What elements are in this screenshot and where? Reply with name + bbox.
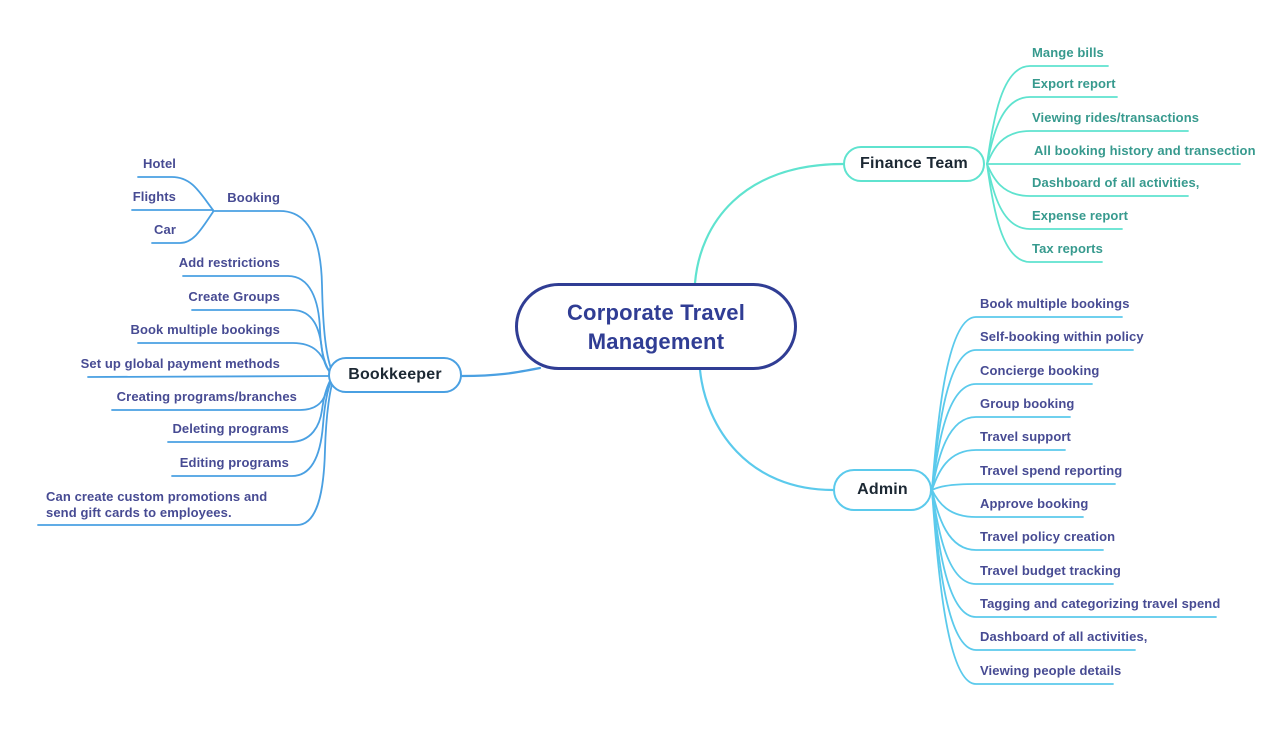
admin-label: Admin — [857, 481, 908, 498]
bookkeeper-child-create-groups[interactable]: Create Groups — [188, 289, 280, 304]
edge-finance-child-2 — [986, 130, 1189, 165]
admin-child-approve-booking[interactable]: Approve booking — [980, 496, 1089, 511]
admin-child-book-multiple[interactable]: Book multiple bookings — [980, 296, 1130, 311]
booking-sub-flights[interactable]: Flights — [132, 189, 176, 204]
admin-child-travel-support[interactable]: Travel support — [980, 429, 1071, 444]
admin-child-policy-creation[interactable]: Travel policy creation — [980, 529, 1116, 544]
bookkeeper-child-editing-programs[interactable]: Editing programs — [179, 455, 289, 470]
finance-child-dashboard[interactable]: Dashboard of all activities, — [1032, 175, 1200, 190]
edge-finance-child-6 — [986, 163, 1103, 263]
edge-booking-sub-0 — [137, 176, 214, 211]
bookkeeper-child-booking[interactable]: Booking — [227, 190, 280, 205]
edge-center-admin — [698, 368, 835, 492]
admin-node[interactable]: Admin — [833, 469, 932, 511]
finance-team-label: Finance Team — [860, 155, 968, 172]
bookkeeper-label: Bookkeeper — [348, 366, 442, 383]
admin-child-budget-tracking[interactable]: Travel budget tracking — [980, 563, 1121, 578]
finance-child-viewing-rides[interactable]: Viewing rides/transactions — [1032, 110, 1200, 125]
admin-child-concierge[interactable]: Concierge booking — [980, 363, 1100, 378]
edge-finance-child-1 — [986, 96, 1118, 165]
edge-booking-sub-2 — [151, 211, 214, 244]
edge-admin-child-1 — [931, 349, 1134, 491]
edge-bookkeeper-child-7 — [171, 375, 335, 477]
admin-child-dashboard[interactable]: Dashboard of all activities, — [980, 629, 1148, 644]
edge-admin-child-4 — [931, 449, 1066, 491]
bookkeeper-child-book-multiple[interactable]: Book multiple bookings — [130, 322, 280, 337]
booking-sub-car[interactable]: Car — [154, 222, 176, 237]
finance-child-tax-reports[interactable]: Tax reports — [1032, 241, 1103, 256]
edge-admin-child-6 — [931, 489, 1084, 518]
central-topic-title: Corporate Travel Management — [566, 299, 746, 354]
bookkeeper-child-deleting-programs[interactable]: Deleting programs — [172, 421, 289, 436]
edge-bookkeeper-child-8 — [37, 375, 336, 526]
central-topic-node[interactable]: Corporate Travel Management — [515, 283, 797, 370]
bookkeeper-child-custom-promotions[interactable]: Can create custom promotions and send gi… — [46, 489, 268, 520]
booking-sub-hotel[interactable]: Hotel — [143, 156, 176, 171]
edge-finance-child-4 — [986, 163, 1189, 197]
admin-child-tagging[interactable]: Tagging and categorizing travel spend — [980, 596, 1221, 611]
admin-child-self-booking[interactable]: Self-booking within policy — [980, 329, 1144, 344]
edge-admin-child-3 — [931, 416, 1071, 491]
bookkeeper-child-creating-programs[interactable]: Creating programs/branches — [116, 389, 297, 404]
edge-bookkeeper-child-6 — [167, 375, 335, 443]
edge-finance-child-0 — [986, 65, 1109, 165]
finance-team-node[interactable]: Finance Team — [843, 146, 985, 182]
edge-admin-child-5 — [931, 483, 1116, 491]
edge-bookkeeper-child-4 — [87, 375, 331, 378]
edge-bookkeeper-child-0 — [212, 210, 334, 375]
admin-child-people-details[interactable]: Viewing people details — [980, 663, 1122, 678]
edge-admin-child-11 — [931, 489, 1114, 685]
admin-child-group-booking[interactable]: Group booking — [980, 396, 1075, 411]
admin-child-spend-reporting[interactable]: Travel spend reporting — [980, 463, 1123, 478]
edge-center-finance — [693, 162, 845, 285]
finance-child-expense-report[interactable]: Expense report — [1032, 208, 1129, 223]
finance-child-mange-bills[interactable]: Mange bills — [1032, 45, 1104, 60]
finance-child-booking-history[interactable]: All booking history and transection — [1034, 143, 1256, 158]
edge-admin-child-2 — [931, 383, 1093, 491]
bookkeeper-node[interactable]: Bookkeeper — [328, 357, 462, 393]
bookkeeper-child-add-restrictions[interactable]: Add restrictions — [178, 255, 280, 270]
bookkeeper-child-payment-methods[interactable]: Set up global payment methods — [80, 356, 280, 371]
edge-center-bookkeeper — [460, 366, 542, 378]
finance-child-export-report[interactable]: Export report — [1032, 76, 1116, 91]
